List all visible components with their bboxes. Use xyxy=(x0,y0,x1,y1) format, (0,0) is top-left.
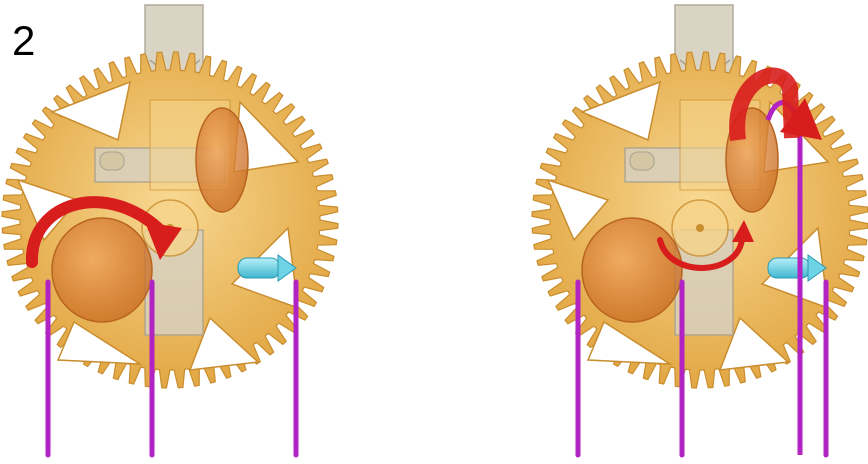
panel-right xyxy=(532,5,868,455)
hub-center xyxy=(696,224,704,232)
cyan-pin xyxy=(238,258,280,278)
panel-left xyxy=(2,5,338,455)
cyan-pin xyxy=(768,258,810,278)
step-number-label: 2 xyxy=(12,20,35,62)
upper-roller xyxy=(196,108,248,212)
lower-roller xyxy=(52,218,152,322)
slide-pin xyxy=(100,152,124,170)
slide-pin xyxy=(630,152,654,170)
lower-roller xyxy=(582,218,682,322)
